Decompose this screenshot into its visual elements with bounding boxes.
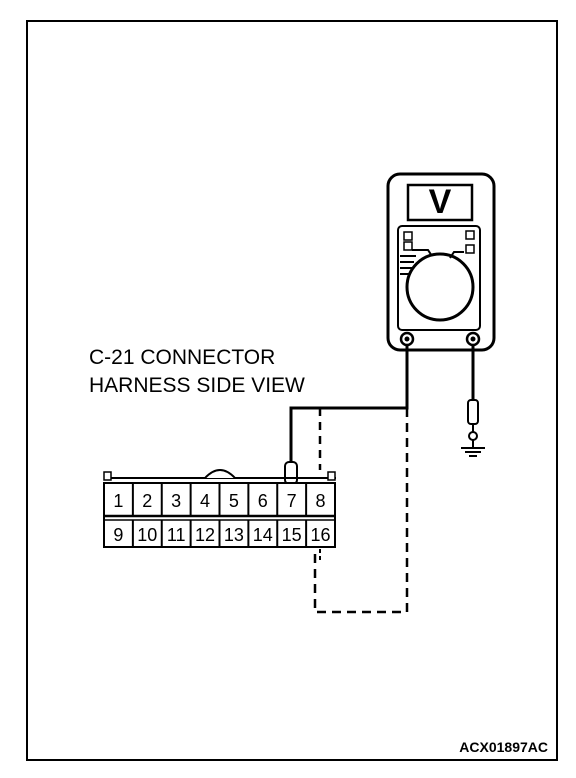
connector-title-line2: HARNESS SIDE VIEW xyxy=(89,374,305,397)
pin-label-16: 16 xyxy=(311,525,331,545)
probe-lead-pin7 xyxy=(284,345,409,492)
pin-label-9: 9 xyxy=(113,525,123,545)
pin-label-11: 11 xyxy=(167,525,186,545)
figure-code: ACX01897AC xyxy=(459,739,548,755)
pin-label-10: 10 xyxy=(137,525,157,545)
pin-label-13: 13 xyxy=(224,525,244,545)
ground-lead xyxy=(467,345,479,441)
pin-label-15: 15 xyxy=(282,525,302,545)
pin-label-5: 5 xyxy=(229,491,239,511)
pin-label-7: 7 xyxy=(287,491,297,511)
connector-title-line1: C-21 CONNECTOR xyxy=(89,346,275,369)
pin-label-14: 14 xyxy=(253,525,273,545)
pin-label-1: 1 xyxy=(113,491,123,511)
ground-symbol-icon xyxy=(461,440,485,457)
pin-label-8: 8 xyxy=(316,491,326,511)
voltmeter-icon xyxy=(386,172,496,352)
pin-label-6: 6 xyxy=(258,491,268,511)
meter-mode-label: V xyxy=(429,183,452,221)
pin-label-12: 12 xyxy=(195,525,215,545)
pin-label-2: 2 xyxy=(142,491,152,511)
pin-label-3: 3 xyxy=(171,491,181,511)
pin-label-4: 4 xyxy=(200,491,210,511)
figure-frame xyxy=(26,20,558,761)
